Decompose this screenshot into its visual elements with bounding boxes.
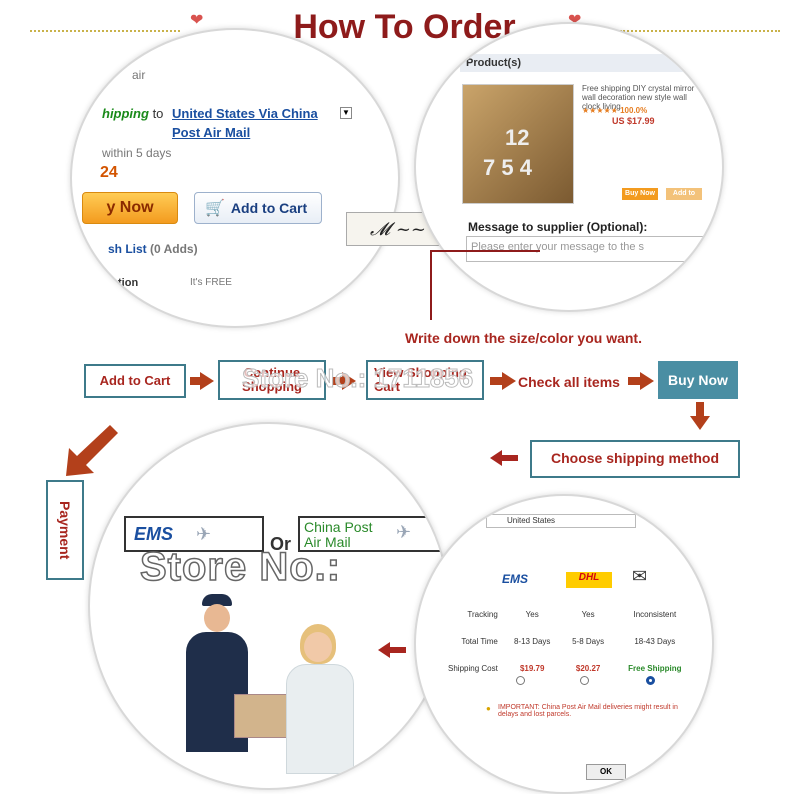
or-label: Or xyxy=(270,534,292,554)
airplane-icon: ✈ xyxy=(196,524,212,544)
package-illustration xyxy=(234,694,294,738)
important-note: IMPORTANT: China Post Air Mail deliverie… xyxy=(498,704,678,718)
step-view-cart: View Shopping Cart xyxy=(366,360,484,400)
page-title: How To Order xyxy=(293,8,516,46)
products-header: Product(s) xyxy=(460,54,700,72)
watermark: Store No.: xyxy=(139,544,342,590)
delivery-man-illustration xyxy=(186,594,248,764)
protection-label: tion xyxy=(118,277,139,289)
shipping-options-zoom: United States EMS DHL ✉ Tracking Yes Yes… xyxy=(414,494,714,794)
ems-logo: EMS ✈ xyxy=(124,516,264,552)
shipping-label: hipping to xyxy=(102,106,164,121)
price-fragment: 24 xyxy=(100,164,118,181)
connector-line xyxy=(430,250,432,320)
warning-icon: ● xyxy=(486,704,491,713)
china-post-logo: China Post Air Mail ✈ xyxy=(298,516,444,552)
flow-arrow xyxy=(502,455,518,461)
flow-arrow xyxy=(332,377,342,385)
step-payment: Payment xyxy=(46,480,84,580)
arrow-right-icon xyxy=(502,372,516,390)
free-label: It's FREE xyxy=(190,277,232,288)
table-row: Total Time 8-13 Days 5-8 Days 18-43 Days xyxy=(461,637,676,646)
arrow-right-icon xyxy=(640,372,654,390)
product-price: US $17.99 xyxy=(612,116,655,126)
delivery-zoom: EMS ✈ Or China Post Air Mail ✈ xyxy=(88,422,450,790)
heart-icon: ❤ xyxy=(190,12,204,29)
step-check-items: Check all items xyxy=(518,374,620,390)
ok-button[interactable]: OK xyxy=(586,764,626,780)
ems-carrier-logo: EMS xyxy=(502,572,529,586)
customer-illustration xyxy=(286,624,356,774)
flow-arrow xyxy=(628,377,640,385)
step-continue-shopping: Continue Shopping xyxy=(218,360,326,400)
message-input[interactable]: Please enter your message to the s xyxy=(466,236,706,262)
buy-now-mini-button[interactable]: Buy Now xyxy=(622,188,658,200)
rating-stars: ★★★★★ 100.0% xyxy=(582,106,648,115)
country-select[interactable]: United States xyxy=(486,514,636,528)
size-color-note: Write down the size/color you want. xyxy=(405,330,642,346)
connector-line xyxy=(430,250,540,252)
flow-arrow xyxy=(390,647,406,653)
wishlist-link[interactable]: sh List (0 Adds) xyxy=(108,242,198,256)
flow-arrow xyxy=(190,377,200,385)
product-page-zoom: air hipping to United States Via China ▼… xyxy=(70,28,400,328)
title-divider-left xyxy=(30,30,180,32)
shipping-compare-table: Tracking Yes Yes Inconsistent Total Time… xyxy=(426,606,696,677)
radio-dhl[interactable] xyxy=(580,676,589,685)
arrow-down-icon xyxy=(690,416,710,430)
cart-page-zoom: Product(s) 12 7 5 4 Free shipping DIY cr… xyxy=(414,22,724,312)
arrow-right-icon xyxy=(200,372,214,390)
chevron-down-icon[interactable]: ▼ xyxy=(340,107,352,119)
table-row: Shipping Cost $19.79 $20.27 Free Shippin… xyxy=(448,664,682,673)
step-choose-shipping: Choose shipping method xyxy=(530,440,740,478)
add-to-cart-button[interactable]: 🛒 Add to Cart xyxy=(194,192,322,224)
radio-china-post[interactable] xyxy=(646,676,655,685)
flow-arrow xyxy=(696,402,704,416)
delivery-time: within 5 days xyxy=(102,146,172,160)
flow-arrow xyxy=(490,377,502,385)
airplane-icon: ✈ xyxy=(396,522,412,542)
add-to-cart-mini-button[interactable]: Add to xyxy=(666,188,702,200)
arrow-left-icon xyxy=(490,450,502,466)
shipping-method-link-2[interactable]: Post Air Mail xyxy=(172,125,251,140)
product-image: 12 7 5 4 xyxy=(462,84,574,204)
shipping-method-link[interactable]: United States Via China xyxy=(172,106,318,121)
dhl-carrier-logo: DHL xyxy=(566,572,612,588)
step-buy-now: Buy Now xyxy=(658,361,738,399)
product-title[interactable]: Free shipping DIY crystal mirror wall de… xyxy=(582,84,695,111)
step-add-to-cart: Add to Cart xyxy=(84,364,186,398)
china-post-carrier-logo: ✉ xyxy=(632,566,648,586)
arrow-left-icon xyxy=(378,642,390,658)
watermark: Store No.: 1711856 xyxy=(241,363,474,394)
arrow-right-icon xyxy=(342,372,356,390)
message-label: Message to supplier (Optional): xyxy=(468,220,648,234)
radio-ems[interactable] xyxy=(516,676,525,685)
fragment-text: air xyxy=(132,68,146,82)
table-row: Tracking Yes Yes Inconsistent xyxy=(467,610,677,619)
buy-now-button[interactable]: y Now xyxy=(82,192,178,224)
title-divider-right xyxy=(620,30,780,32)
cart-icon: 🛒 xyxy=(205,200,225,217)
arrow-down-left-icon xyxy=(66,425,118,476)
